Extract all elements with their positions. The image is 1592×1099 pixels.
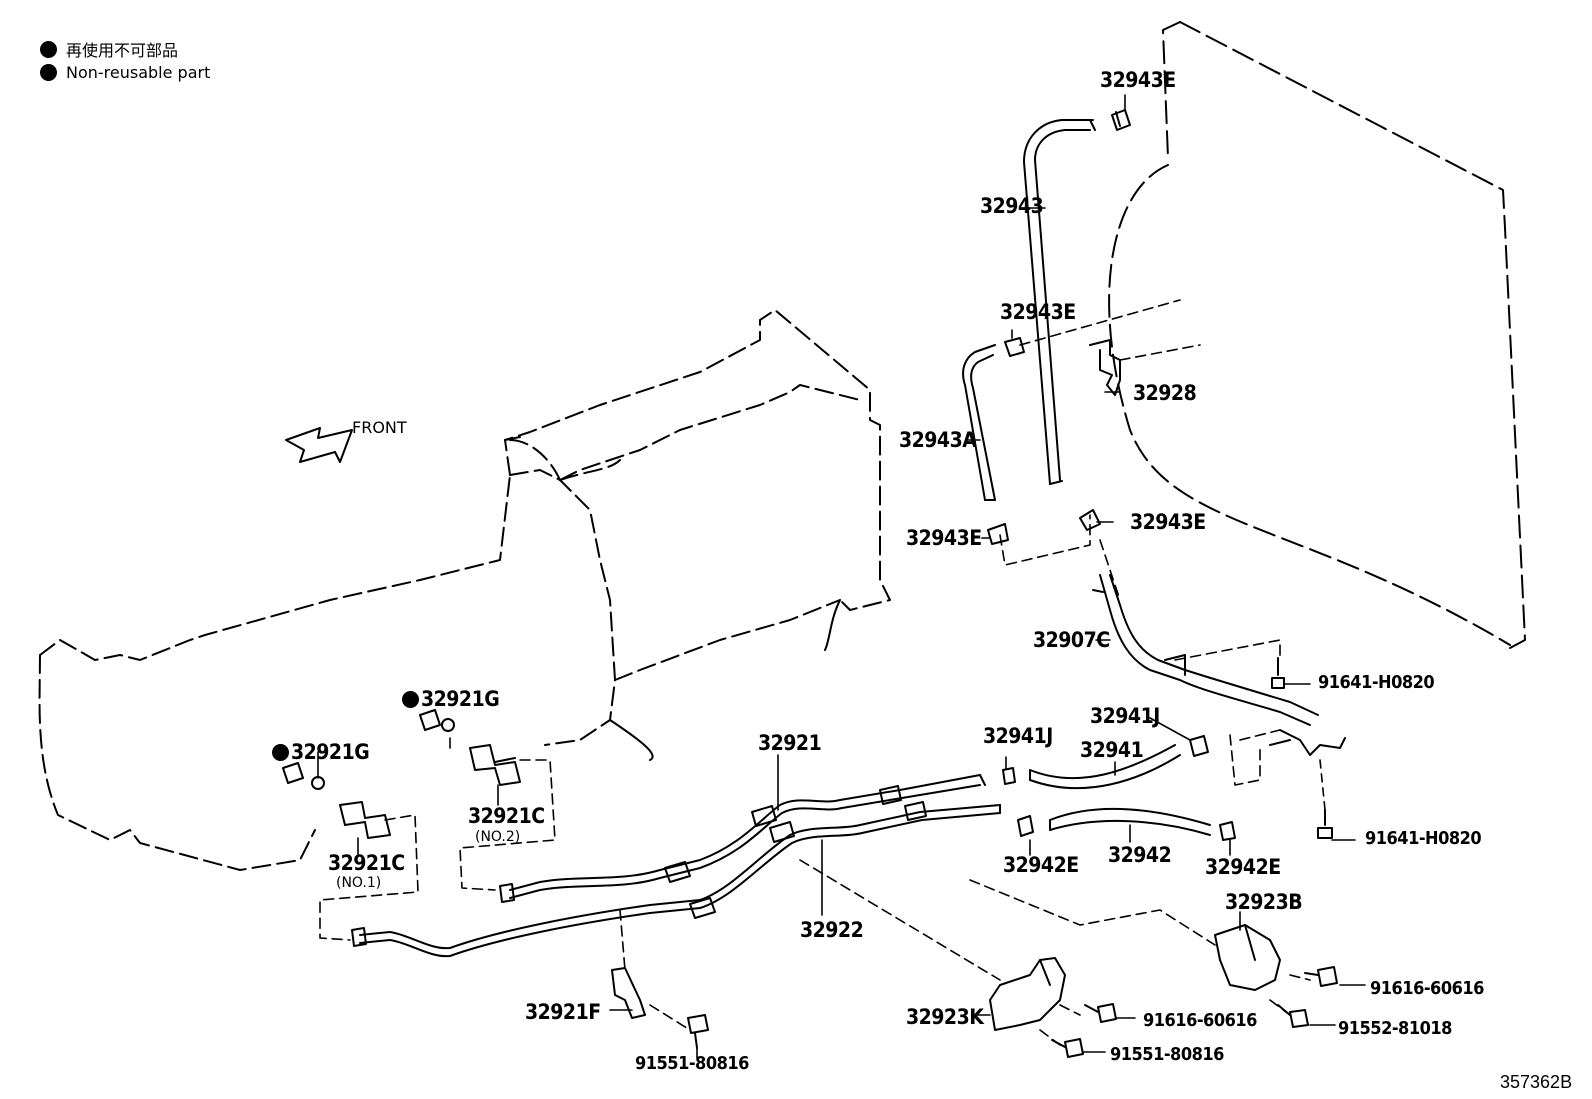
label-32921C-no2-sub: (NO.2): [475, 829, 521, 845]
label-91551-mid: 91551-80816: [1110, 1044, 1224, 1065]
label-32941J-left: 32941J: [983, 724, 1053, 748]
bullet-icon: [40, 64, 57, 81]
pipe-32907C: [1092, 574, 1346, 756]
label-32942E-left: 32942E: [1003, 853, 1079, 877]
oring-32921G-a: [419, 709, 455, 732]
clamp-32943E-right: [1079, 509, 1101, 531]
legend-text-japanese: 再使用不可部品: [66, 41, 179, 60]
fitting-32921C-no2: [469, 744, 521, 786]
label-91641-bottom: 91641-H0820: [1365, 828, 1482, 849]
clamp-32941J-right: [1189, 735, 1209, 757]
label-32921: 32921: [758, 731, 822, 755]
bolt-91616-right: [1304, 966, 1338, 987]
label-91616-mid: 91616-60616: [1143, 1010, 1257, 1031]
label-32943: 32943: [980, 194, 1044, 218]
bolt-91641-bottom: [1317, 809, 1333, 839]
bracket-32921F: [611, 967, 646, 1019]
clamp-32941J-left: [1002, 767, 1016, 785]
pipe-32921: [509, 774, 986, 899]
reference-number: 357362B: [1500, 1072, 1573, 1092]
label-32921C-no1-sub: (NO.1): [336, 875, 382, 891]
label-32928: 32928: [1133, 381, 1197, 405]
fitting-32921C-no1: [339, 801, 391, 839]
legend-item-japanese: 再使用不可部品: [40, 37, 178, 61]
label-32921G-a: 32921G: [402, 689, 500, 710]
label-32943E-left: 32943E: [906, 526, 982, 550]
hose-32943A: [962, 344, 996, 501]
leader-lines: [317, 94, 1366, 1059]
pipe-32922: [359, 804, 1001, 958]
clamp-32943E-mid: [1004, 337, 1025, 357]
clamp-32943E-left: [987, 523, 1009, 545]
radiator-outline: [1108, 21, 1526, 649]
label-32921C-no2: 32921C: [468, 804, 545, 828]
label-32922: 32922: [800, 918, 864, 942]
label-32942: 32942: [1108, 843, 1172, 867]
label-32942E-right: 32942E: [1205, 855, 1281, 879]
transmission-outline: [38, 309, 891, 871]
label-32923K: 32923K: [906, 1005, 984, 1029]
clamp-32943E-top: [1111, 109, 1131, 131]
bracket-32928: [1089, 339, 1121, 396]
label-91552: 91552-81018: [1338, 1018, 1452, 1039]
label-91616-right: 91616-60616: [1370, 978, 1484, 999]
label-32943E-mid: 32943E: [1000, 300, 1076, 324]
legend-item-english: Non-reusable part: [40, 63, 210, 82]
bolt-91552: [1277, 1004, 1309, 1028]
bracket-32923B: [1214, 924, 1281, 991]
bolt-91616-mid: [1084, 1003, 1117, 1023]
label-32921C-no1: 32921C: [328, 851, 405, 875]
hose-32942: [1049, 807, 1211, 836]
label-32943E-right: 32943E: [1130, 510, 1206, 534]
front-label: FRONT: [352, 418, 407, 437]
bolt-91551-left: [687, 1014, 709, 1049]
label-32943A: 32943A: [899, 428, 977, 452]
bullet-icon: [40, 40, 57, 58]
label-32941J-right: 32941J: [1090, 704, 1160, 728]
bracket-32923K: [989, 957, 1066, 1031]
legend-text-english: Non-reusable part: [66, 63, 211, 82]
label-32921G-b: 32921G: [272, 742, 370, 763]
hose-32943: [1023, 119, 1096, 485]
label-32923B: 32923B: [1225, 890, 1303, 914]
label-91641-top: 91641-H0820: [1318, 672, 1435, 693]
front-arrow-icon: [285, 427, 353, 463]
label-32907C: 32907C: [1033, 628, 1110, 652]
label-32941: 32941: [1080, 738, 1144, 762]
label-32943E-top: 32943E: [1100, 68, 1176, 92]
bolt-91641-top: [1271, 657, 1285, 689]
clamp-32942E-right: [1219, 821, 1236, 841]
clamp-32942E-left: [1017, 815, 1034, 837]
label-91551-left: 91551-80816: [635, 1053, 749, 1074]
bolt-91551-mid: [1051, 1038, 1084, 1058]
pipe-sleeves: [351, 785, 927, 947]
label-32921F: 32921F: [525, 1000, 601, 1024]
hose-32941: [1029, 744, 1181, 790]
